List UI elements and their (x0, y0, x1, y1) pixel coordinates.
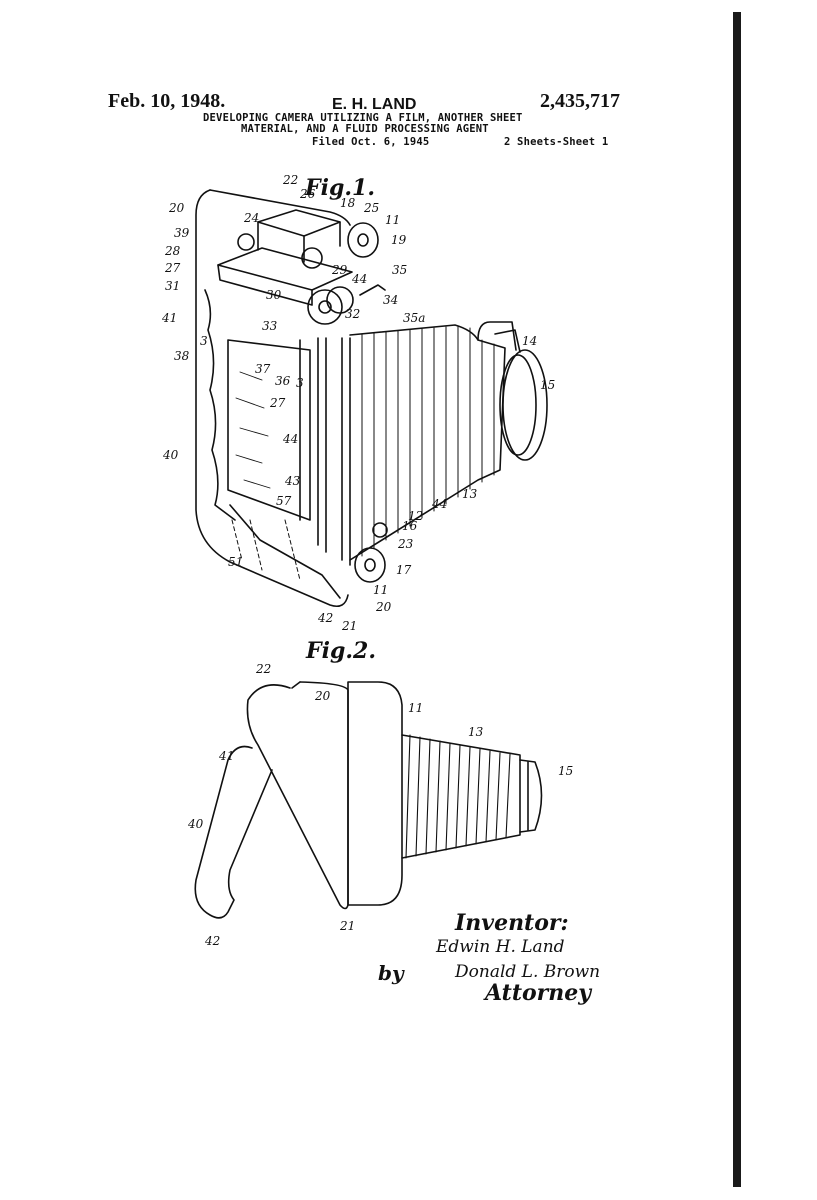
fig1-label-43: 43 (284, 474, 301, 488)
fig1-label-33: 33 (262, 319, 278, 333)
fig1-label-17: 17 (396, 563, 412, 577)
fig1-back-outline (195, 189, 349, 608)
fig1-label-51: 51 (228, 555, 243, 569)
scan-edge-bar (733, 12, 741, 1187)
fig1-film-pack (227, 339, 311, 521)
title-line-2: MATERIAL, AND A FLUID PROCESSING AGENT (241, 123, 489, 135)
fig1-label-30: 30 (266, 288, 282, 302)
fig1-gear-32 (307, 289, 343, 325)
fig1-label-3b: 3 (296, 376, 304, 390)
fig2-label-13: 13 (468, 725, 484, 739)
fig1-lens-15 (502, 349, 548, 461)
fig2-label-21: 21 (339, 919, 355, 933)
fig1-label-27b: 27 (269, 396, 286, 410)
fig1-label-40: 40 (162, 448, 179, 462)
fig1-label-44b: 44 (282, 432, 298, 446)
fig2-label-41: 41 (218, 749, 234, 763)
fig1-cutaway-edge (204, 289, 236, 521)
fig1-label-23: 23 (397, 537, 414, 551)
fig2-body-11 (347, 681, 403, 906)
fig1-label-20: 20 (168, 201, 185, 215)
fig1-label-22: 22 (282, 173, 298, 187)
fig1-label-41: 41 (161, 311, 177, 325)
fig2-label-15: 15 (558, 764, 573, 778)
fig1-label-44: 44 (351, 272, 367, 286)
fig1-knob-19 (347, 222, 379, 258)
fig1-label-14: 14 (522, 334, 537, 348)
fig1-label-38: 38 (174, 349, 190, 363)
fig1-label-12: 12 (408, 509, 423, 523)
fig2-label-40: 40 (187, 817, 204, 831)
fig2-lens-15 (519, 759, 543, 833)
fig1-label-18: 18 (340, 196, 356, 210)
fig2-label-11: 11 (408, 701, 423, 715)
fig1-label-19: 19 (391, 233, 407, 247)
fig1-label-39: 39 (174, 226, 190, 240)
fig2-title: Fig.2. (305, 638, 376, 664)
fig1-label-36: 36 (275, 374, 291, 388)
fig1-label-31: 31 (165, 279, 180, 293)
fig2-back-panel-20 (246, 681, 349, 910)
fig1-top-housing (217, 247, 353, 291)
fig1-title: Fig.1. (304, 175, 375, 201)
fig1-label-16: 16 (402, 519, 418, 533)
fig1-label-35a: 35a (403, 311, 425, 325)
attorney-heading: Attorney (483, 980, 593, 1006)
fig1-label-27: 27 (164, 261, 181, 275)
fig1-label-20b: 20 (375, 600, 392, 614)
filed-date: Filed Oct. 6, 1945 (312, 136, 430, 148)
fig1-label-42: 42 (317, 611, 333, 625)
sheet-count: 2 Sheets-Sheet 1 (504, 136, 609, 148)
attorney-signature: Donald L. Brown (454, 962, 600, 982)
fig1-label-24: 24 (243, 211, 259, 225)
fig1-label-28: 28 (164, 244, 181, 258)
fig2-label-20: 20 (314, 689, 331, 703)
fig1-label-11b: 11 (373, 583, 388, 597)
fig1-label-44c: 44 (431, 497, 447, 511)
title-line-1: DEVELOPING CAMERA UTILIZING A FILM, ANOT… (203, 112, 523, 124)
fig1-label-37: 37 (255, 362, 271, 376)
fig2-label-22: 22 (255, 662, 271, 676)
inventor-name: E. H. LAND (332, 96, 417, 113)
fig1-label-13: 13 (462, 487, 478, 501)
by-label: by (378, 961, 405, 985)
fig1-label-11: 11 (385, 213, 400, 227)
fig1-label-34: 34 (383, 293, 398, 307)
fig1-label-29: 29 (331, 263, 348, 277)
fig2-bellows-13 (401, 734, 521, 859)
fig1-label-15: 15 (540, 378, 555, 392)
fig1-label-32: 32 (345, 307, 360, 321)
fig1-label-57: 57 (276, 494, 292, 508)
fig1-label-3: 3 (200, 334, 208, 348)
fig2-label-42: 42 (204, 934, 220, 948)
patent-number: 2,435,717 (540, 90, 620, 112)
patent-date: Feb. 10, 1948. (108, 90, 226, 112)
fig1-knob-17 (354, 547, 386, 583)
fig1-label-35: 35 (392, 263, 407, 277)
fig1-label-26: 26 (299, 187, 316, 201)
fig1-label-25: 25 (363, 201, 379, 215)
inventor-heading: Inventor: (454, 910, 569, 936)
fig1-label-21: 21 (341, 619, 357, 633)
fig2-arm-40 (194, 745, 273, 919)
inventor-signature: Edwin H. Land (435, 937, 565, 957)
